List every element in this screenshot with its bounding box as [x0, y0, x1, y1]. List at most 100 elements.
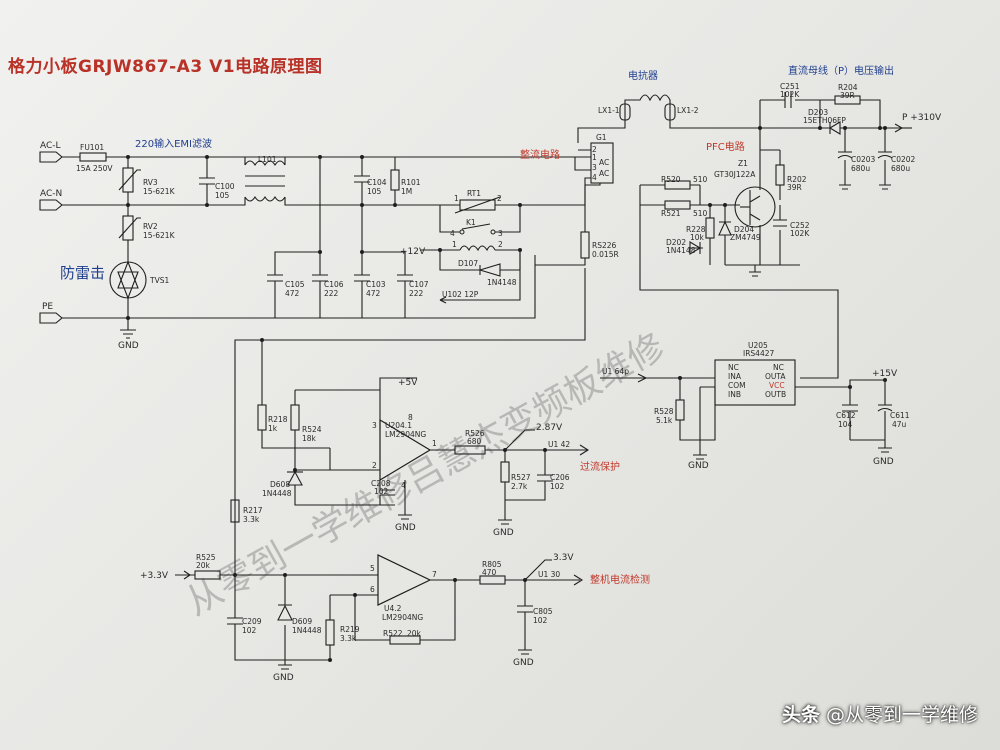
- ref-c107: C107: [409, 280, 429, 289]
- net-acn: AC-N: [40, 189, 62, 199]
- val-d107: 1N4148: [487, 278, 517, 287]
- pe-terminal: [39, 312, 63, 324]
- pin-g1-3: 3: [592, 163, 597, 172]
- resistor-r204: [834, 95, 861, 105]
- component-labels: FU101 15A 250V RV3 15-621K RV2 15-621K T…: [76, 82, 916, 643]
- pin-g1-1: 1: [592, 153, 597, 162]
- pin-u204-8: 8: [408, 413, 413, 422]
- ref-c611: C611: [890, 411, 910, 420]
- val-d203: 15ETH06FP: [803, 116, 846, 125]
- val-c612: 104: [838, 420, 853, 429]
- opamp-u204: [379, 418, 432, 482]
- net-gnd-7: GND: [513, 658, 534, 668]
- resistor-r219: [325, 619, 335, 646]
- ref-d203: D203: [808, 108, 828, 117]
- ref-u205: U205: [748, 341, 768, 350]
- val-c0203: 680u: [851, 164, 870, 173]
- net-u1-64: U1 64p: [602, 367, 629, 376]
- ref-d608: D608: [270, 480, 290, 489]
- val-d204: ZM4749: [730, 233, 761, 242]
- val-c611: 47u: [892, 420, 907, 429]
- source-credit: 头条@从零到一学维修: [782, 700, 978, 727]
- val-u204: LM2904NG: [385, 430, 426, 439]
- resistor-r521: [664, 200, 691, 210]
- net-gnd-1: GND: [118, 341, 139, 351]
- net-33v: +3.3V: [140, 571, 169, 581]
- ref-d609: D609: [292, 617, 312, 626]
- pin-coil-2: 2: [498, 240, 503, 249]
- net-u1-42: U1 42: [548, 440, 570, 449]
- val-c252: 102K: [790, 229, 810, 238]
- net-gnd-3: GND: [493, 528, 514, 538]
- shunt-rs226: [580, 231, 590, 259]
- resistor-r228: [705, 217, 715, 239]
- val-rv3: 15-621K: [143, 187, 176, 196]
- val-rv2: 15-621K: [143, 231, 176, 240]
- val-c100: 105: [215, 191, 230, 200]
- val-r217: 3.3k: [243, 515, 260, 524]
- ref-k1: K1: [466, 218, 476, 227]
- ref-r202: R202: [787, 175, 807, 184]
- val-c103: 472: [366, 289, 381, 298]
- val-r202: 39R: [787, 183, 802, 192]
- val-r218: 1k: [268, 424, 278, 433]
- resistor-r217: [230, 499, 240, 523]
- val-r101: 1M: [401, 187, 412, 196]
- ref-r521: R521: [661, 209, 681, 218]
- label-bus: 直流母线（P）电压输出: [788, 64, 894, 77]
- pin-g1-4: 4: [592, 173, 597, 182]
- net-gnd-5: GND: [873, 457, 894, 467]
- ref-rv2: RV2: [143, 222, 158, 231]
- ref-r219: R219: [340, 625, 360, 634]
- net-ac-1: AC: [599, 158, 609, 167]
- val-u205: IRS4427: [743, 349, 774, 358]
- acl-terminal: [39, 151, 63, 163]
- ref-c105: C105: [285, 280, 305, 289]
- pin-rt1-1: 1: [454, 194, 459, 203]
- val-r805: 470: [482, 568, 497, 577]
- ref-c805: C805: [533, 607, 553, 616]
- val-r527: 2.7k: [511, 482, 528, 491]
- ref-r528: R528: [654, 407, 674, 416]
- igbt-z1: [734, 186, 776, 228]
- choke-l101: [240, 156, 290, 206]
- val-fu101: 15A 250V: [76, 164, 113, 173]
- ref-c612: C612: [836, 411, 856, 420]
- net-lx11: LX1-1: [598, 106, 620, 115]
- thermistor-rt1: [459, 199, 496, 211]
- ref-l101: L101: [258, 155, 277, 164]
- u205-pin-nc2: NC: [773, 363, 784, 372]
- val-rs226: 0.015R: [592, 250, 619, 259]
- u205-pin-vcc: VCC: [769, 381, 785, 390]
- resistor-r527: [500, 461, 510, 483]
- pin-u204-4: 4: [401, 481, 406, 490]
- label-pfc: PFC电路: [706, 140, 745, 153]
- val-r204: 39R: [840, 91, 855, 100]
- resistor-r525: [194, 570, 221, 580]
- label-reactor: 电抗器: [628, 69, 658, 82]
- pin-u204-3: 3: [372, 421, 377, 430]
- val-r524: 18k: [302, 434, 317, 443]
- acn-terminal: [39, 199, 63, 211]
- ref-r522: R522: [383, 629, 403, 638]
- label-emi: 220输入EMI滤波: [135, 137, 212, 150]
- pin-numbers: 1 2 4 3 1 2 2 1 3 4 3 2 1 8 4 5 6 7: [370, 145, 597, 594]
- resistor-r805: [479, 575, 506, 585]
- net-acl: AC-L: [40, 141, 61, 151]
- credit-app: 头条: [781, 704, 820, 726]
- ref-r228: R228: [686, 225, 706, 234]
- ref-r526: R526: [465, 429, 485, 438]
- ref-c252: C252: [790, 221, 810, 230]
- val-d202: 1N4148: [666, 246, 696, 255]
- resistor-r528: [675, 399, 685, 421]
- pin-k1-3: 3: [498, 229, 503, 238]
- val-c208: 102: [374, 487, 389, 496]
- ref-rt1: RT1: [467, 189, 481, 198]
- resistor-r526: [454, 445, 486, 455]
- label-lightning: 防雷击: [60, 264, 105, 282]
- resistor-r218: [257, 404, 267, 431]
- bridge-rectifier-g1: [590, 142, 614, 184]
- net-labels: AC-L AC-N PE GND P +310V +5V +15V +12V +…: [40, 106, 942, 683]
- pin-rt1-2: 2: [497, 194, 502, 203]
